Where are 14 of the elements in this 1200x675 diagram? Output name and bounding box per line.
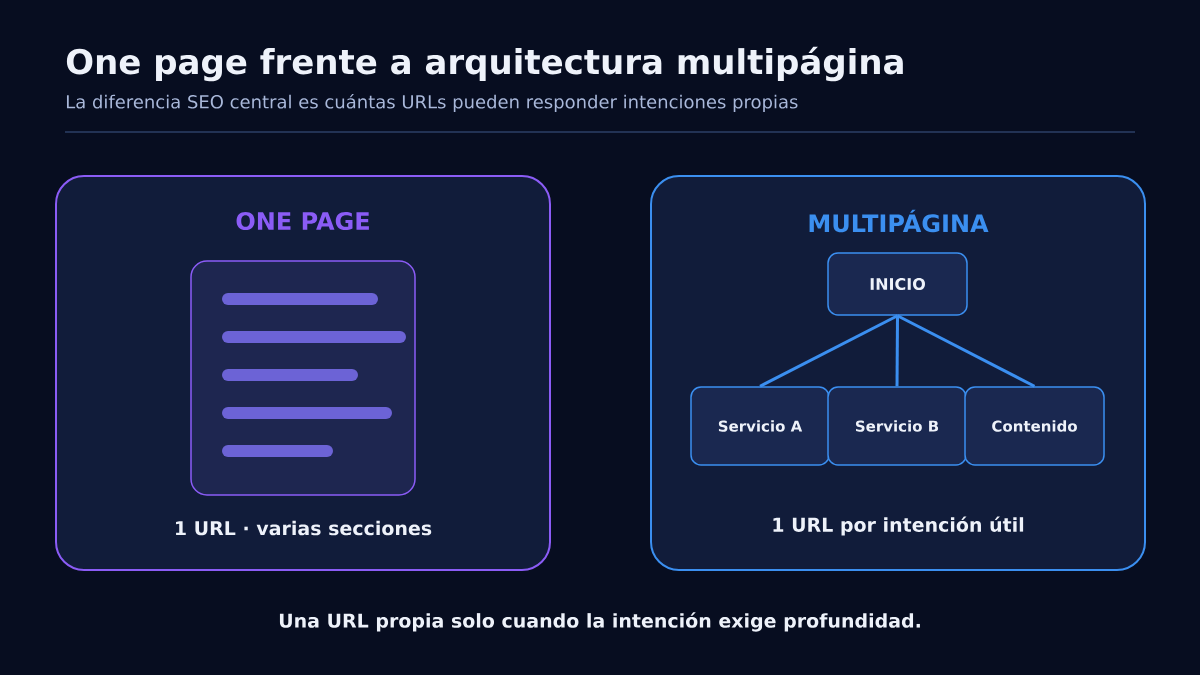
footer-note: Una URL propia solo cuando la intención exige profundidad. [279,612,920,632]
page-box: INICIO [827,252,968,316]
panel-caption: 1 URL por intención útil [773,516,1024,536]
title: One page frente a arquitectura multipágina [66,46,903,82]
page-box: Servicio B [827,386,967,466]
panel-caption: 1 URL · varias secciones [176,520,432,536]
connector-line [759,314,899,388]
page-box: Contenido [964,386,1105,466]
panel-heading: MULTIPÁGINA [809,209,989,233]
panel-heading: ONE PAGE [236,211,369,231]
subtitle: La diferencia SEO central es cuántas URLs pueden responder intenciones propias [66,93,798,113]
page-box: Servicio A [690,386,830,466]
connector-line [895,315,899,387]
connector-line [896,314,1036,388]
